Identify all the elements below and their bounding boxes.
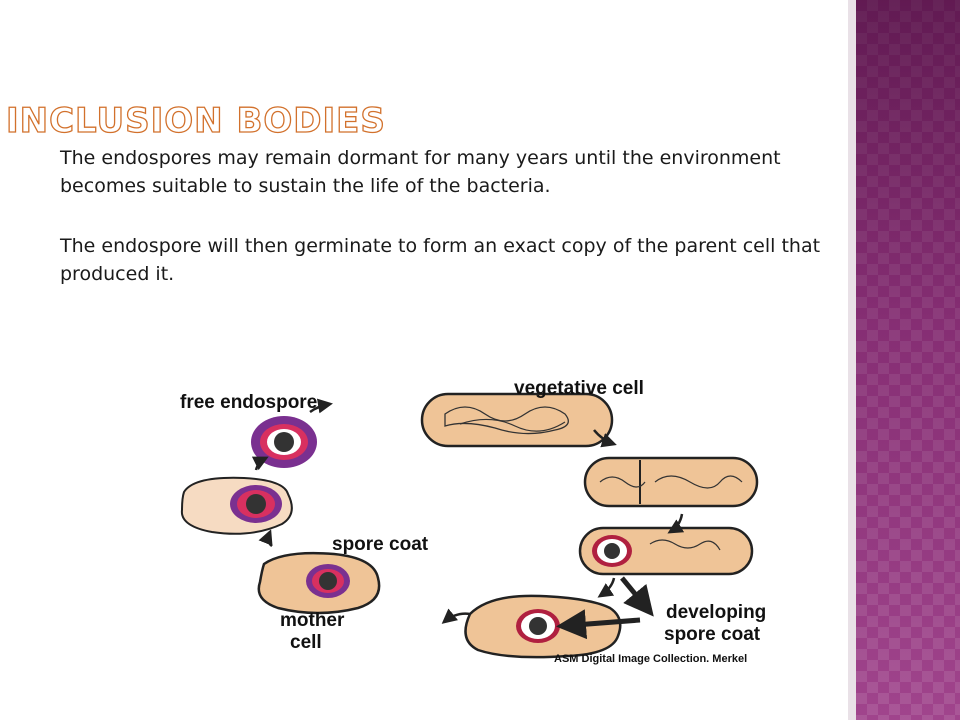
dividing-cell-shape: [583, 456, 759, 508]
developing-spore-cell-shape: [578, 526, 754, 576]
paragraph-dormant: The endospores may remain dormant for ma…: [60, 147, 781, 197]
cycle-arrows: [251, 398, 685, 640]
label-spore-coat: spore coat: [332, 534, 429, 555]
engulfed-spore-cell-shape: [464, 594, 622, 659]
label-mother: mother: [280, 610, 345, 631]
free-endospore-shape: [251, 416, 317, 468]
endospore-cycle-diagram: free endospore vegetative cell spore coa…: [160, 364, 840, 680]
decorative-side-band: [856, 0, 960, 720]
mother-cell-shape: [257, 551, 381, 615]
slide-body: The endospores may remain dormant for ma…: [60, 144, 850, 320]
image-credit: ASM Digital Image Collection. Merkel: [554, 653, 747, 665]
slide-title: Inclusion Bodies: [5, 101, 386, 141]
label-developing: developing: [666, 602, 766, 623]
lysing-cell-shape: [180, 476, 293, 535]
label-spore-coat-2: spore coat: [664, 624, 761, 645]
paragraph-germinate: The endospore will then germinate to for…: [60, 235, 821, 285]
side-divider: [848, 0, 856, 720]
label-free-endospore: free endospore: [180, 392, 317, 413]
vegetative-cell-shape: [420, 392, 614, 448]
label-vegetative-cell: vegetative cell: [514, 378, 644, 399]
label-cell: cell: [290, 632, 322, 653]
